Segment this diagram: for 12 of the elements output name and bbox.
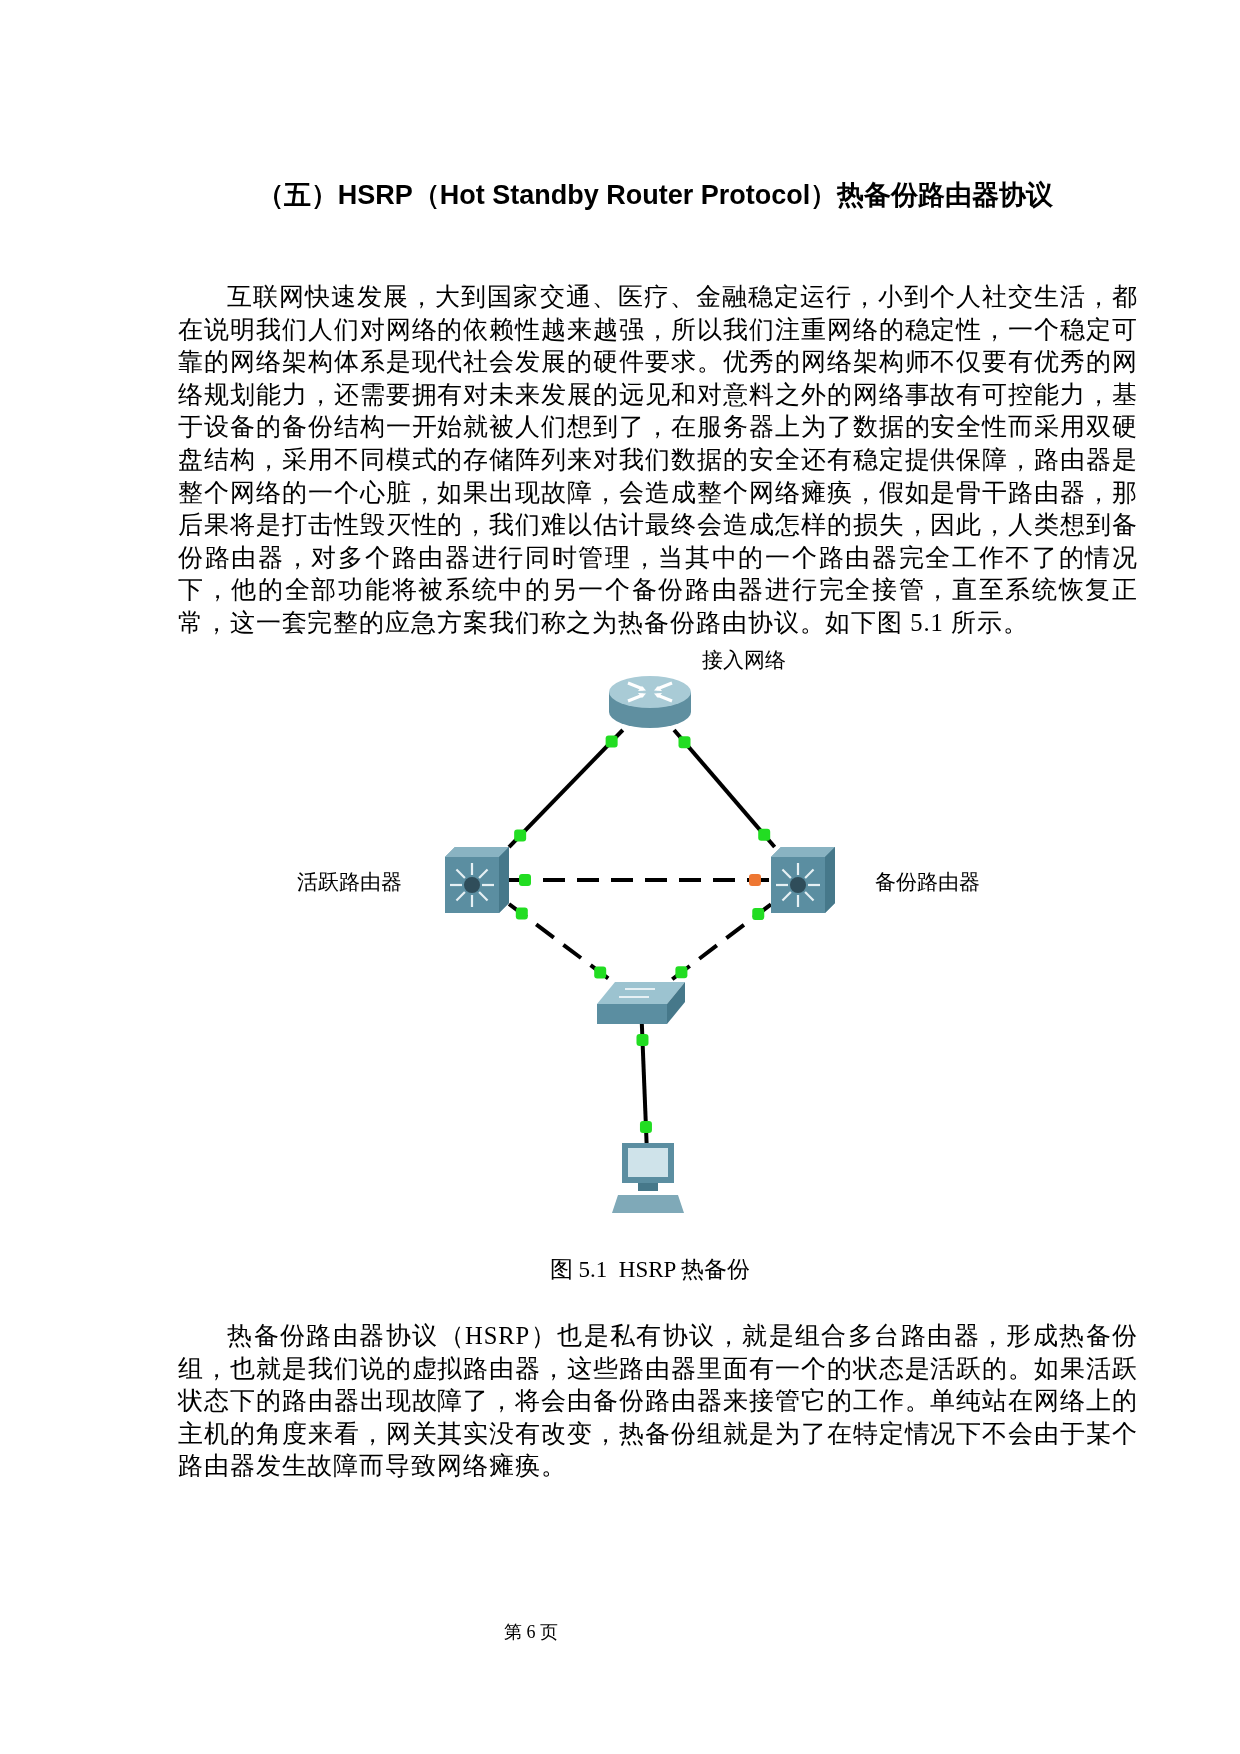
page-title: （五）HSRP（Hot Standby Router Protocol）热备份路由器协议 xyxy=(255,179,1055,212)
device-label: 备份路由器 xyxy=(875,870,980,894)
body-paragraph: 热备份路由器协议（HSRP）也是私有协议，就是组合多台路由器，形成热备份组，也就是我们说的虚拟路由器，这些路由器里面有一个的状态是活跃的。如果活跃状态下的路由器出现故障了，将会由备份路由器来接管它的工作。单纯站在网络上的主机的角度来看，网关其实没有改变，热备份组就是为了在特定情况下不会由于某个路由器发生故障而导致网络瘫痪。 xyxy=(178,1321,1138,1482)
body-paragraph: 互联网快速发展，大到国家交通、医疗、金融稳定运行，小到个人社交生活，都在说明我们人们对网络的依赖性越来越强，所以我们注重网络的稳定性，一个稳定可靠的网络架构体系是现代社会发展的硬件要求。优秀的网络架构师不仅要有优秀的网络规划能力，还需要拥有对未来发展的远见和对意料之外的网络事故有可控能力，基于设备的备份结构一开始就被人们想到了，在服务器上为了数据的安全性而采用双硬盘结构，采用不同模式的存储阵列来对我们数据的安全还有稳定提供保障，路由器是整个网络的一个心脏，如果出现故障，会造成整个网络瘫痪，假如是骨干路由器，那后果将是打击性毁灭性的，我们难以估计最终会造成怎样的损失，因此，人类想到备份路由器，对多个路由器进行同时管理，当其中的一个路由器完全工作不了的情况下，他的全部功能将被系统中的另一个备份路由器进行完全接管，直至系统恢复正常，这一套完整的应急方案我们称之为热备份路由协议。如下图 5.1 所示。 xyxy=(178,282,1138,638)
cable-line xyxy=(509,878,771,882)
device-label: 活跃路由器 xyxy=(297,870,402,894)
figure-caption: 图 5.1 HSRP 热备份 xyxy=(548,1256,752,1284)
cable-line xyxy=(639,1023,649,1144)
page-number: 第 6 页 xyxy=(503,1621,559,1643)
cable-line xyxy=(672,728,777,849)
device-label: 接入网络 xyxy=(702,648,786,672)
cable-line xyxy=(507,728,625,849)
